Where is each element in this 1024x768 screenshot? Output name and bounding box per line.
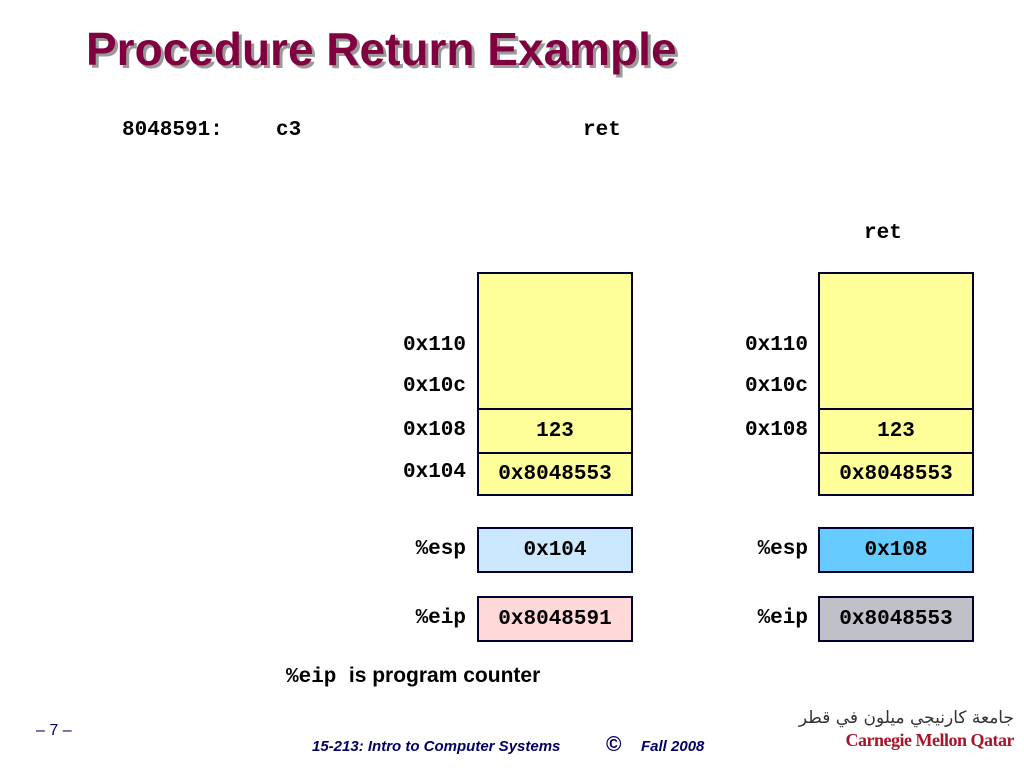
after-stack-value-123: 123 [877, 419, 915, 443]
stack-divider [479, 452, 631, 454]
before-esp-label: %esp [415, 538, 466, 561]
after-eip-label: %eip [757, 607, 808, 630]
footer-copyright: © [606, 733, 622, 756]
after-state-label: ret [864, 222, 902, 245]
program-counter-note: %eip is program counter [286, 664, 540, 689]
after-stack: 123 0x8048553 [818, 272, 974, 496]
after-addr-0x108: 0x108 [744, 419, 808, 442]
before-addr-0x110: 0x110 [402, 334, 466, 357]
note-code: %eip [286, 666, 337, 689]
before-stack-value-123: 123 [536, 419, 574, 443]
after-esp-value: 0x108 [864, 538, 928, 562]
note-text: is program counter [348, 664, 541, 687]
page-number: – 7 – [36, 722, 72, 739]
stack-divider [820, 408, 972, 410]
stack-divider [820, 452, 972, 454]
after-addr-0x110: 0x110 [744, 334, 808, 357]
before-eip-value: 0x8048591 [498, 607, 612, 631]
before-stack: 123 0x8048553 [477, 272, 633, 496]
before-eip-label: %eip [415, 607, 466, 630]
instruction-opcode: c3 [276, 119, 302, 142]
after-stack-return-address: 0x8048553 [839, 462, 953, 486]
footer-term: Fall 2008 [641, 738, 705, 755]
before-addr-0x10c: 0x10c [402, 375, 466, 398]
after-addr-0x10c: 0x10c [744, 375, 808, 398]
carnegie-mellon-qatar-logo: جامعة كارنيجي ميلون في قطر Carnegie Mell… [799, 708, 1016, 754]
after-eip-value: 0x8048553 [839, 607, 953, 631]
after-eip-register: 0x8048553 [818, 596, 974, 642]
after-esp-label: %esp [757, 538, 808, 561]
footer-course: 15-213: Intro to Computer Systems [312, 738, 561, 755]
before-eip-register: 0x8048591 [477, 596, 633, 642]
instruction-address: 8048591: [122, 119, 223, 142]
after-esp-register: 0x108 [818, 527, 974, 573]
before-addr-0x108: 0x108 [402, 419, 466, 442]
before-esp-register: 0x104 [477, 527, 633, 573]
before-stack-return-address: 0x8048553 [498, 462, 612, 486]
slide-title: Procedure Return Example [86, 23, 677, 75]
stack-divider [479, 408, 631, 410]
before-esp-value: 0x104 [523, 538, 587, 562]
logo-arabic-text: جامعة كارنيجي ميلون في قطر [798, 708, 1014, 728]
logo-english-text: Carnegie Mellon Qatar [845, 730, 1015, 750]
instruction-mnemonic: ret [583, 119, 621, 142]
before-addr-0x104: 0x104 [402, 461, 466, 484]
